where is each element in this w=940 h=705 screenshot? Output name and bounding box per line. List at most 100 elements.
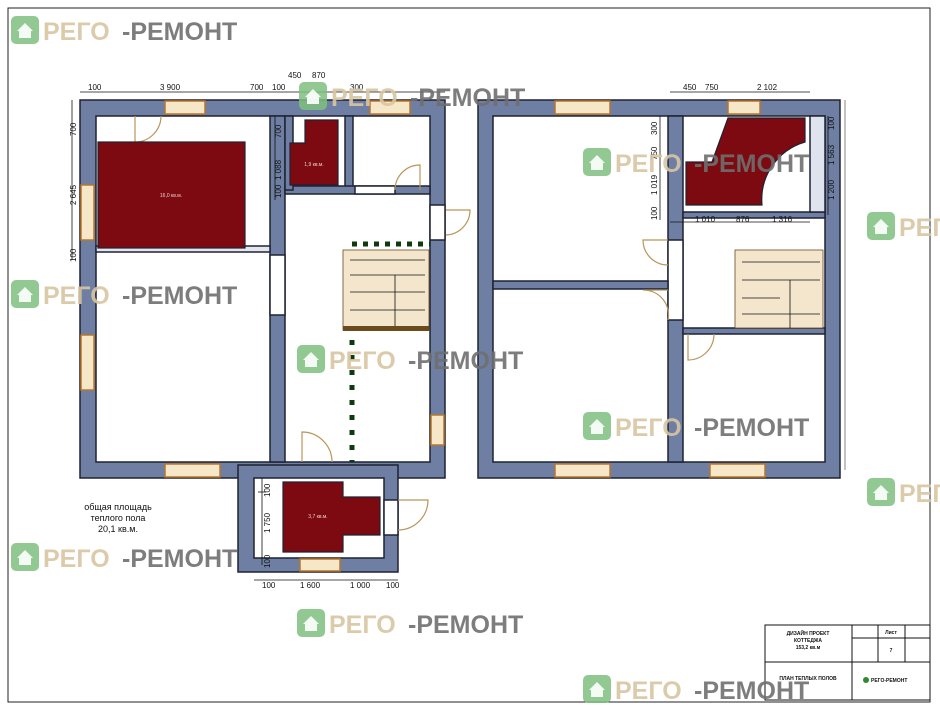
watermark-part1: РЕГО [43, 18, 110, 46]
window [369, 100, 411, 115]
door-swing [642, 239, 669, 266]
dimension-label: 3 900 [160, 83, 181, 92]
watermark-part2: -РЕМОНТ [122, 545, 237, 573]
watermark-part2: -РЕМОНТ [410, 84, 525, 112]
dimension-label: 100 [827, 116, 836, 130]
total-area-value: 20,1 кв.м. [98, 524, 138, 534]
total-area-note: теплого пола [91, 513, 146, 523]
dimension-label: 100 [88, 83, 102, 92]
dimension-label: 100 [263, 483, 272, 497]
total-area-note: общая площадь [84, 502, 152, 512]
house-logo-icon [11, 543, 39, 571]
dimension-label: 700 [250, 83, 264, 92]
dimension-label: 876 [736, 215, 750, 224]
partition-wall [344, 115, 354, 191]
dimension-label: 300 [350, 83, 364, 92]
dimension-label: 750 [650, 146, 659, 160]
ground-floor-plan: 16,0 кв.м. 1,9 кв.м. [79, 99, 471, 479]
watermark-part1: РЕГО [329, 347, 396, 375]
heated-floor-zone-bath [289, 119, 339, 186]
dimension-label: 100 [262, 581, 276, 590]
window [164, 100, 206, 115]
house-logo-icon [867, 478, 895, 506]
opening [354, 185, 396, 195]
door-swing [444, 209, 471, 236]
watermark: РЕГО -РЕМОНТ [297, 345, 523, 375]
watermark: РЕГО -РЕМОНТ [583, 412, 809, 442]
heated-floor-zone-upper [685, 117, 806, 206]
dimension-label: 100 [386, 581, 400, 590]
watermark-part1: РЕГО [615, 414, 682, 442]
sheet-frame [7, 7, 931, 703]
door-swing [687, 333, 715, 361]
watermark-part1: РЕГО [899, 214, 940, 242]
stair-landing [343, 326, 429, 331]
watermark-part1: РЕГО [329, 611, 396, 639]
upper-floor-plan [477, 99, 846, 479]
project-title: КОТТЕДЖА [794, 638, 822, 644]
company-logo: РЕГО-РЕМОНТ [871, 678, 907, 684]
heated-floor-zone-living [97, 141, 246, 249]
watermark-part2: -РЕМОНТ [408, 347, 523, 375]
dimension-label: 1 750 [263, 512, 272, 533]
stair-steps [742, 261, 820, 328]
dimension-label: 100 [69, 248, 78, 262]
room-area-label: 3,7 кв.м. [308, 514, 327, 520]
staircase [342, 249, 430, 331]
watermark-part2: -РЕМОНТ [408, 611, 523, 639]
house-logo-icon [583, 412, 611, 440]
window [164, 463, 221, 478]
door-swing [301, 431, 333, 463]
dimension-label: 750 [705, 83, 719, 92]
door-swing [397, 499, 429, 531]
watermark: РЕГО -РЕМОНТ [297, 609, 523, 639]
watermark: РЕГО-РЕМОНТ [867, 478, 940, 508]
house-logo-icon [299, 82, 327, 110]
dimension-label: 450 [288, 71, 302, 80]
dimension-label: 1 563 [827, 144, 836, 165]
watermark-part1: РЕГО [615, 677, 682, 705]
window [80, 184, 95, 241]
logo-icon [863, 677, 869, 683]
door-swing [394, 164, 421, 191]
watermark-part2: -РЕМОНТ [122, 18, 237, 46]
dimension-label: 1 019 [650, 174, 659, 195]
house-logo-icon [297, 345, 325, 373]
dimension-label: 100 [263, 554, 272, 568]
window [430, 414, 445, 446]
watermark-part2: -РЕМОНТ [694, 677, 809, 705]
project-area: 153,2 кв.м [796, 645, 821, 651]
dimension-label: 1 200 [827, 179, 836, 200]
room-area-label: 1,9 кв.м. [304, 162, 323, 168]
drawing-title: ПЛАН ТЕПЛЫХ ПОЛОВ [779, 676, 837, 682]
watermark-part1: РЕГО [331, 84, 398, 112]
dimension-lines [71, 91, 829, 581]
watermark: РЕГО-РЕМОНТ [867, 212, 940, 242]
stair-steps [350, 259, 425, 330]
staircase [734, 249, 824, 329]
project-title: ДИЗАЙН ПРОЕКТ [787, 629, 830, 637]
house-logo-icon [867, 212, 895, 240]
dimension-label: 1 600 [300, 581, 321, 590]
dimension-label: 1 088 [274, 159, 283, 180]
house-logo-icon [11, 16, 39, 44]
watermark-part2: -РЕМОНТ [122, 282, 237, 310]
dimension-label: 2 102 [757, 83, 778, 92]
sheet-label: Лист [885, 630, 897, 636]
window [299, 558, 341, 572]
house-logo-icon [297, 609, 325, 637]
watermark-part2: -РЕМОНТ [694, 414, 809, 442]
dimension-label: 870 [312, 71, 326, 80]
house-logo-icon [11, 280, 39, 308]
watermark: РЕГО -РЕМОНТ [583, 675, 809, 705]
window [80, 334, 95, 391]
watermark: РЕГО -РЕМОНТ [11, 543, 237, 573]
watermark-part1: РЕГО [43, 545, 110, 573]
dimension-label: 1 010 [695, 215, 716, 224]
dimension-label: 100 [272, 83, 286, 92]
house-logo-icon [583, 148, 611, 176]
sheet-number: 7 [890, 648, 893, 654]
watermark: РЕГО-РЕМОНТ [11, 280, 237, 310]
title-block: ДИЗАЙН ПРОЕКТ КОТТЕДЖА 153,2 кв.м Лист 7… [764, 624, 931, 701]
opening [269, 254, 286, 316]
